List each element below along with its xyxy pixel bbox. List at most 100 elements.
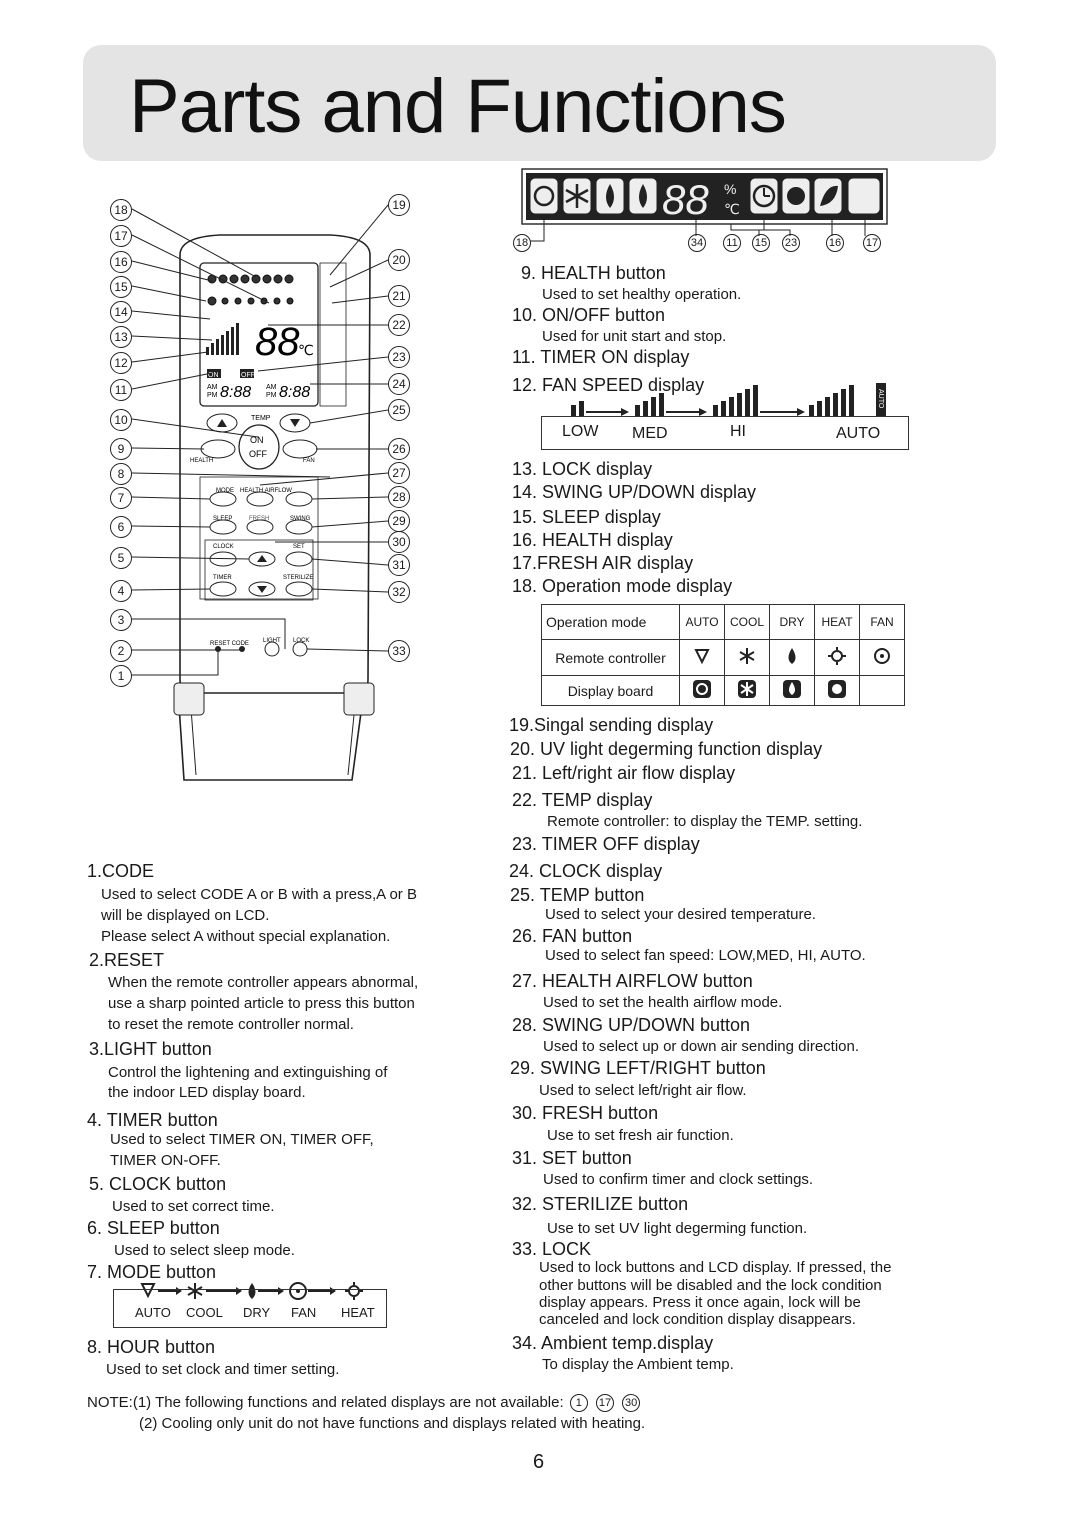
item-26-desc: Used to select fan speed: LOW,MED, HI, A… xyxy=(545,947,866,964)
item-30-title: 30. FRESH button xyxy=(512,1103,659,1123)
fan-label: FAN xyxy=(303,458,315,464)
item-19-title: 19.Singal sending display xyxy=(509,715,714,735)
title-band: Parts and Functions xyxy=(83,45,996,161)
item-33-desc-1: Used to lock buttons and LCD display. If… xyxy=(539,1259,892,1276)
item-10-title: 10. ON/OFF button xyxy=(512,305,666,325)
lcd-am-2: AM xyxy=(266,384,277,391)
set-button xyxy=(285,551,313,567)
item-25-desc: Used to select your desired temperature. xyxy=(545,906,816,923)
callout-16: 16 xyxy=(110,251,132,273)
item-27-title: 27. HEALTH AIRFLOW button xyxy=(512,971,753,991)
note-num-17: 17 xyxy=(596,1394,614,1413)
strip-unit: ℃ xyxy=(724,201,740,217)
mode-seq-dry: DRY xyxy=(243,1305,271,1320)
lcd-am-1: AM xyxy=(207,384,218,391)
item-33-desc-3: display appears. Press it once again, lo… xyxy=(539,1294,861,1311)
callout-26: 26 xyxy=(388,438,410,460)
callout-25: 25 xyxy=(388,399,410,421)
callout-33: 33 xyxy=(388,640,410,662)
item-2-desc-3: to reset the remote controller normal. xyxy=(108,1016,354,1033)
item-30-desc: Use to set fresh air function. xyxy=(547,1127,734,1144)
item-34-desc: To display the Ambient temp. xyxy=(542,1356,734,1373)
strip-callout-11: 11 xyxy=(723,234,741,252)
item-5-title: 5. CLOCK button xyxy=(89,1174,227,1194)
item-28-desc: Used to select up or down air sending di… xyxy=(543,1038,860,1055)
item-14-title: 14. SWING UP/DOWN display xyxy=(512,482,757,502)
lcd-fan-bars xyxy=(206,323,239,355)
mode-seq-auto: AUTO xyxy=(135,1305,171,1320)
page-title: Parts and Functions xyxy=(129,64,787,149)
lcd-time-1: 8:88 xyxy=(220,384,251,401)
item-18-title: 18. Operation mode display xyxy=(512,576,733,596)
strip-callout-34: 34 xyxy=(688,234,706,252)
light-label: LIGHT xyxy=(263,638,281,644)
item-9-title: 9. HEALTH button xyxy=(521,263,666,283)
item-27-desc: Used to set the health airflow mode. xyxy=(543,994,783,1011)
swing-label: SWING xyxy=(290,516,311,522)
op-header-cool: COOL xyxy=(724,604,770,640)
callout-5: 5 xyxy=(110,547,132,569)
callout-32: 32 xyxy=(388,581,410,603)
sleep-button xyxy=(209,519,237,535)
item-2-title: 2.RESET xyxy=(89,950,165,970)
item-23-title: 23. TIMER OFF display xyxy=(512,834,700,854)
item-15-title: 15. SLEEP display xyxy=(512,507,661,527)
item-1-desc-1: Used to select CODE A or B with a press,… xyxy=(101,886,417,903)
lcd-side-panel xyxy=(319,262,347,407)
callout-10: 10 xyxy=(110,409,132,431)
fan-button xyxy=(282,439,318,459)
item-26-title: 26. FAN button xyxy=(512,926,633,946)
lcd-pm-2: PM xyxy=(266,392,277,399)
fan-speed-bars: AUTO xyxy=(571,383,886,417)
callout-3: 3 xyxy=(110,609,132,631)
item-29-desc: Used to select left/right air flow. xyxy=(539,1082,747,1099)
callout-8: 8 xyxy=(110,463,132,485)
callout-12: 12 xyxy=(110,352,132,374)
indoor-display-strip: 88 % ℃ xyxy=(521,168,888,242)
item-4-desc-1: Used to select TIMER ON, TIMER OFF, xyxy=(110,1131,374,1148)
fan-med-label: MED xyxy=(632,425,668,442)
set-label: SET xyxy=(293,544,305,550)
lcd-temp-digits: 88 xyxy=(255,320,300,364)
callout-22: 22 xyxy=(388,314,410,336)
fan-auto-vertical-label: AUTO xyxy=(877,389,884,409)
item-4-desc-2: TIMER ON-OFF. xyxy=(110,1152,221,1169)
sleep-label: SLEEP xyxy=(213,516,232,522)
on-label: ON xyxy=(250,435,264,445)
sterilize-button xyxy=(285,581,313,597)
board-auto-icon xyxy=(679,675,725,706)
mode-label: MODE xyxy=(216,488,234,494)
note-line-1-text: NOTE:(1) The following functions and rel… xyxy=(87,1394,564,1411)
remote-dry-icon xyxy=(769,639,815,676)
callout-31: 31 xyxy=(388,554,410,576)
strip-callout-17: 17 xyxy=(863,234,881,252)
item-16-title: 16. HEALTH display xyxy=(512,530,673,550)
strip-temp-digits: 88 xyxy=(662,176,709,223)
item-2-desc-1: When the remote controller appears abnor… xyxy=(108,974,419,991)
mode-button xyxy=(209,491,237,507)
remote-cool-icon xyxy=(724,639,770,676)
callout-4: 4 xyxy=(110,580,132,602)
op-header-label: Operation mode xyxy=(541,604,680,640)
lcd-on-label: ON xyxy=(208,372,219,379)
item-3-desc-1: Control the lightening and extinguishing… xyxy=(108,1064,388,1081)
callout-21: 21 xyxy=(388,285,410,307)
item-34-title: 34. Ambient temp.display xyxy=(512,1333,714,1353)
callout-27: 27 xyxy=(388,462,410,484)
health-airflow-label: HEALTH AIRFLOW xyxy=(240,488,292,494)
callout-9: 9 xyxy=(110,438,132,460)
sterilize-label: STERILIZE xyxy=(283,575,313,581)
callout-23: 23 xyxy=(388,346,410,368)
item-24-title: 24. CLOCK display xyxy=(509,861,663,881)
callout-2: 2 xyxy=(110,640,132,662)
item-8-desc: Used to set clock and timer setting. xyxy=(106,1361,340,1378)
callout-18: 18 xyxy=(110,199,132,221)
light-button xyxy=(264,641,280,657)
lcd-mode-icons xyxy=(207,274,294,306)
item-10-desc: Used for unit start and stop. xyxy=(542,328,727,345)
strip-callout-18: 18 xyxy=(513,234,531,252)
strip-callout-16: 16 xyxy=(826,234,844,252)
item-25-title: 25. TEMP button xyxy=(510,885,645,905)
item-32-title: 32. STERILIZE button xyxy=(512,1194,689,1214)
lock-button xyxy=(292,641,308,657)
